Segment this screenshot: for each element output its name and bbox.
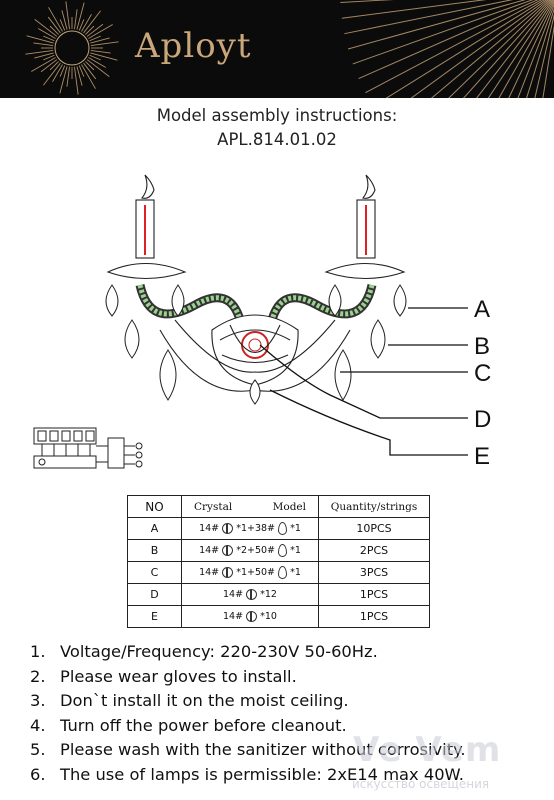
crystal-ball-icon — [246, 611, 258, 622]
row-qty: 10PCS — [318, 517, 430, 540]
row-no: B — [127, 539, 182, 562]
crystal-drop-icon — [278, 544, 288, 557]
crystal-spec-table: NO Crystal Model Quantity/strings A 14# *… — [127, 495, 430, 628]
list-item: 1.Voltage/Frequency: 220-230V 50-60Hz. — [30, 642, 378, 661]
header-no: NO — [127, 495, 182, 518]
row-no: A — [127, 517, 182, 540]
crystal-drop-icon — [278, 566, 288, 579]
model-number: APL.814.01.02 — [217, 130, 337, 149]
row-crystal: 14# *1+38# *1 — [181, 517, 319, 540]
crystal-ball-icon — [222, 523, 234, 534]
row-crystal: 14# *10 — [181, 605, 319, 628]
table-row: A 14# *1+38# *1 10PCS — [127, 517, 430, 540]
watermark-logo: Ve Vem — [353, 730, 502, 770]
row-no: D — [127, 583, 182, 606]
row-crystal: 14# *1+50# *1 — [181, 561, 319, 584]
list-item: 3.Don`t install it on the moist ceiling. — [30, 691, 349, 711]
header-crystal-model: Crystal Model — [181, 495, 319, 518]
table-row: C 14# *1+50# *1 3PCS — [127, 561, 430, 584]
list-item: 4.Turn off the power before cleanout. — [30, 715, 347, 735]
row-no: C — [127, 561, 182, 584]
row-qty: 2PCS — [318, 539, 430, 562]
row-qty: 3PCS — [318, 561, 430, 584]
table-row: D 14# *12 1PCS — [127, 583, 430, 606]
row-no: E — [127, 605, 182, 628]
crystal-drop-icon — [278, 522, 288, 535]
header-quantity: Quantity/strings — [318, 495, 430, 518]
row-qty: 1PCS — [318, 583, 430, 606]
notes-list: 1.Voltage/Frequency: 220-230V 50-60Hz. 2… — [30, 640, 466, 788]
table-row: B 14# *2+50# *1 2PCS — [127, 539, 430, 562]
list-item: 2.Please wear gloves to install. — [30, 666, 297, 686]
label-b: B — [474, 333, 490, 360]
list-item: 5.Please wash with the sanitizer without… — [30, 740, 466, 760]
chandelier-diagram: A B C D E — [33, 174, 491, 470]
wiring-diagram-icon — [33, 427, 143, 469]
row-qty: 1PCS — [318, 605, 430, 628]
brand-logo: Aployt — [135, 26, 252, 66]
label-e: E — [474, 443, 490, 470]
header-crystal: Crystal — [194, 500, 233, 513]
crystal-ball-icon — [246, 589, 258, 600]
header-model: Model — [272, 500, 306, 513]
table-row: E 14# *10 1PCS — [127, 605, 430, 628]
table-header-row: NO Crystal Model Quantity/strings — [127, 495, 430, 518]
label-a: A — [474, 296, 490, 323]
watermark-tagline: искусство освещения — [352, 777, 490, 791]
row-crystal: 14# *2+50# *1 — [181, 539, 319, 562]
row-crystal: 14# *12 — [181, 583, 319, 606]
header-banner: Aployt — [0, 0, 554, 98]
doc-title: Model assembly instructions: — [156, 106, 398, 125]
crystal-ball-icon — [222, 567, 234, 578]
label-c: C — [474, 360, 491, 387]
list-item: 6.The use of lamps is permissible: 2xE14… — [30, 764, 464, 784]
crystal-ball-icon — [222, 545, 234, 556]
label-d: D — [474, 406, 491, 433]
sunburst-decoration — [25, 0, 554, 98]
